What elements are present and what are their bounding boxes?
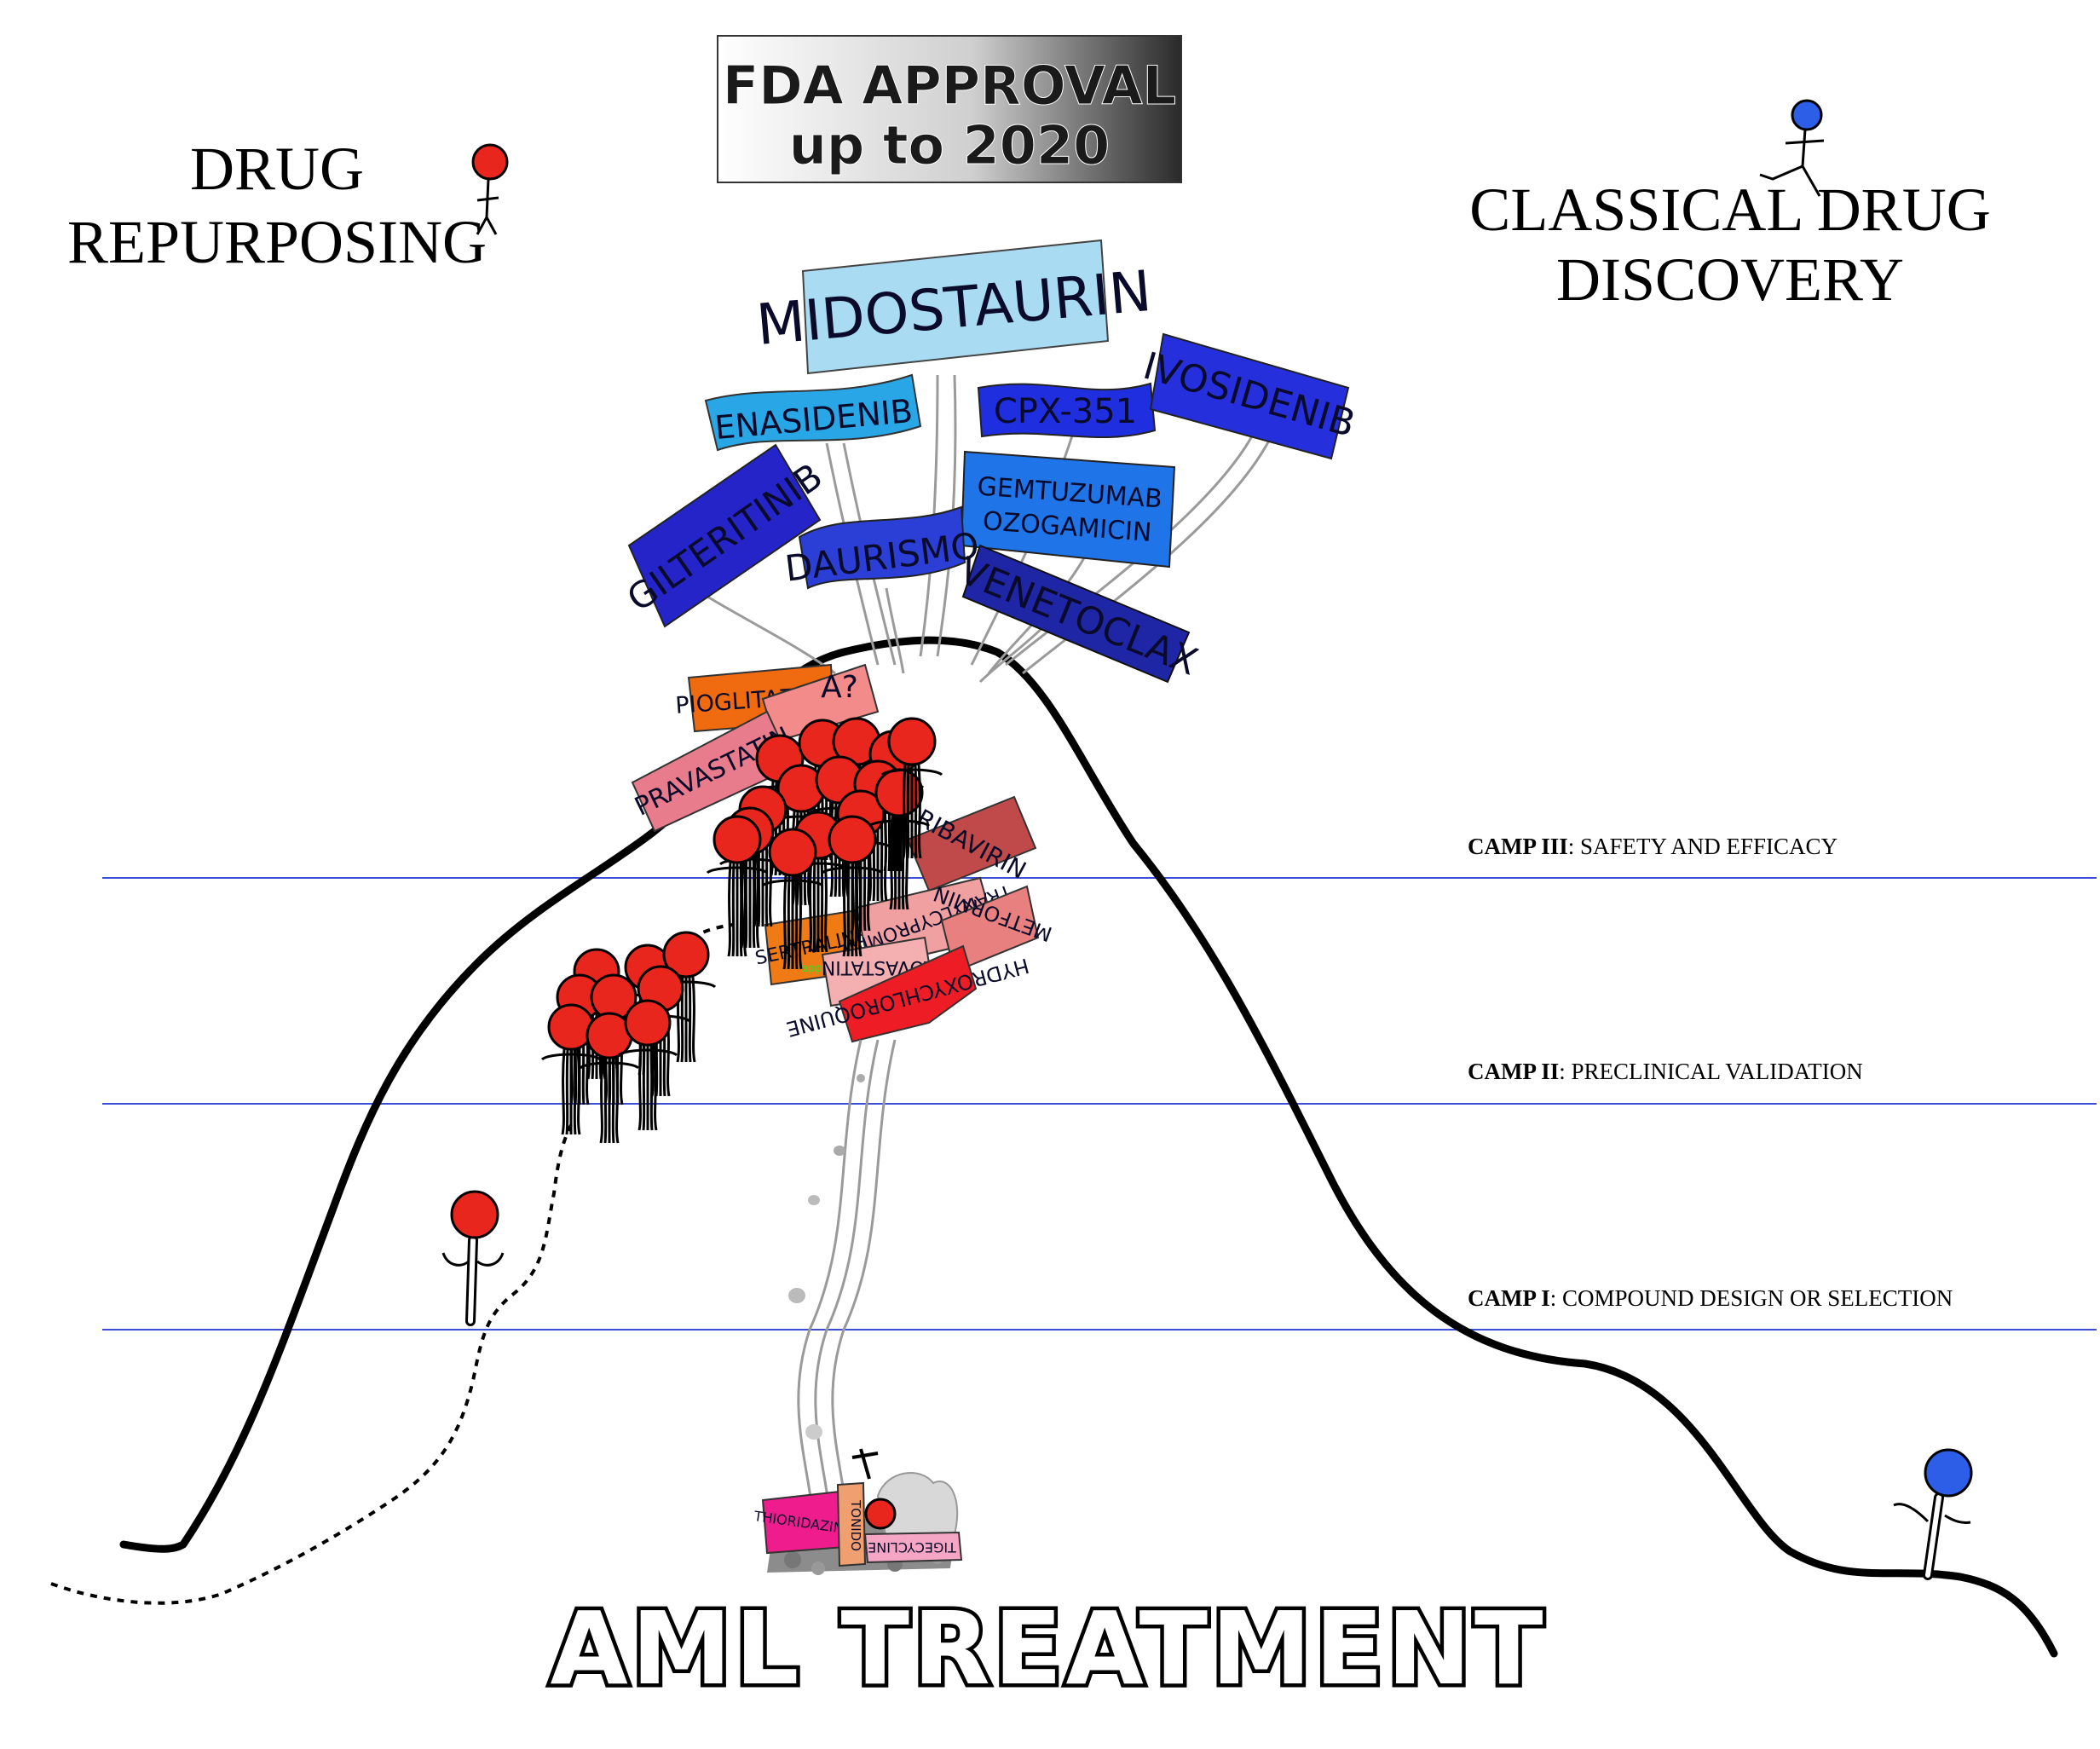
aml-treatment-title: AML TREATMENT bbox=[551, 1590, 1547, 1707]
flag-ribavirin: RIBAVIRIN bbox=[906, 795, 1037, 892]
red-climber-head bbox=[547, 1003, 595, 1051]
flag-cpx-351: CPX-351 bbox=[977, 382, 1157, 439]
fda-approval-line1: FDA APPROVAL bbox=[723, 55, 1176, 117]
red-climber-title bbox=[471, 143, 509, 235]
flag-midostaurin: MIDOSTAURIN bbox=[754, 239, 1154, 375]
flag-cpx-351-label: CPX-351 bbox=[994, 392, 1137, 431]
drug-repurposing-title-line1: DRUG bbox=[190, 135, 364, 203]
flag-tonido: TONIDO bbox=[836, 1481, 867, 1567]
mountain-outline bbox=[119, 636, 2058, 1658]
red-climber bbox=[706, 815, 769, 957]
red-climber-head bbox=[662, 931, 710, 978]
flag-tonido-label: TONIDO bbox=[848, 1499, 863, 1551]
red-climber-head bbox=[712, 815, 762, 864]
red-climber bbox=[655, 931, 717, 1063]
red-climber-title-head bbox=[471, 143, 509, 181]
flag-tigecycline: TIGECYCLINE bbox=[863, 1531, 963, 1564]
red-climber-head bbox=[887, 717, 937, 766]
repurposing-trail bbox=[50, 1124, 573, 1605]
climber-crowd-summit bbox=[706, 717, 943, 970]
blue-climber-base bbox=[1893, 1448, 1973, 1580]
blue-climber-title-head bbox=[1791, 99, 1823, 131]
red-climber bbox=[821, 815, 884, 957]
red-climber-head bbox=[768, 828, 817, 877]
camp-iii-label: CAMP III: SAFETY AND EFFICACY bbox=[1468, 834, 1838, 859]
red-climber bbox=[579, 1012, 640, 1144]
camp-i-label: CAMP I: COMPOUND DESIGN OR SELECTION bbox=[1468, 1285, 1953, 1311]
red-climber bbox=[880, 717, 943, 859]
fda-approval-banner bbox=[717, 35, 1182, 183]
flag-gilteritinib: GILTERITINIB bbox=[620, 443, 830, 628]
red-climber-head bbox=[450, 1190, 499, 1239]
flag-enasidenib: ENASIDENIB bbox=[704, 373, 922, 452]
drug-repurposing-title-line2: REPURPOSING bbox=[67, 208, 487, 276]
fda-approval-line2: up to 2020 bbox=[789, 114, 1110, 176]
red-climber-head bbox=[828, 815, 877, 864]
flag-sertraline-tag: appr bbox=[801, 962, 827, 975]
blue-climber-title bbox=[1759, 99, 1825, 197]
fallen-ropes bbox=[788, 1039, 897, 1527]
red-climber-camp-i bbox=[441, 1190, 505, 1326]
flag-gemtuzumab-ozogamicin: GEMTUZUMAB OZOGAMICIN bbox=[960, 450, 1176, 569]
red-climber-head bbox=[624, 999, 672, 1047]
climber-crowd-camp-ii bbox=[540, 931, 717, 1144]
red-climber-base bbox=[851, 1448, 897, 1530]
red-climber bbox=[617, 999, 678, 1131]
classical-drug-discovery-title-line2: DISCOVERY bbox=[1556, 245, 1904, 314]
red-climber-base-head bbox=[864, 1498, 897, 1530]
flag-tigecycline-label: TIGECYCLINE bbox=[868, 1539, 957, 1556]
classical-drug-discovery-title-line1: CLASSICAL DRUG bbox=[1469, 176, 1990, 244]
blue-climber-base-head bbox=[1924, 1448, 1973, 1498]
camp-ii-label: CAMP II: PRECLINICAL VALIDATION bbox=[1468, 1059, 1863, 1084]
flag-unknown-label: A? bbox=[821, 670, 858, 705]
red-climber bbox=[761, 828, 824, 970]
flag-thioridazine: THIORIDAZINE bbox=[753, 1490, 853, 1555]
red-climber bbox=[540, 1003, 602, 1135]
